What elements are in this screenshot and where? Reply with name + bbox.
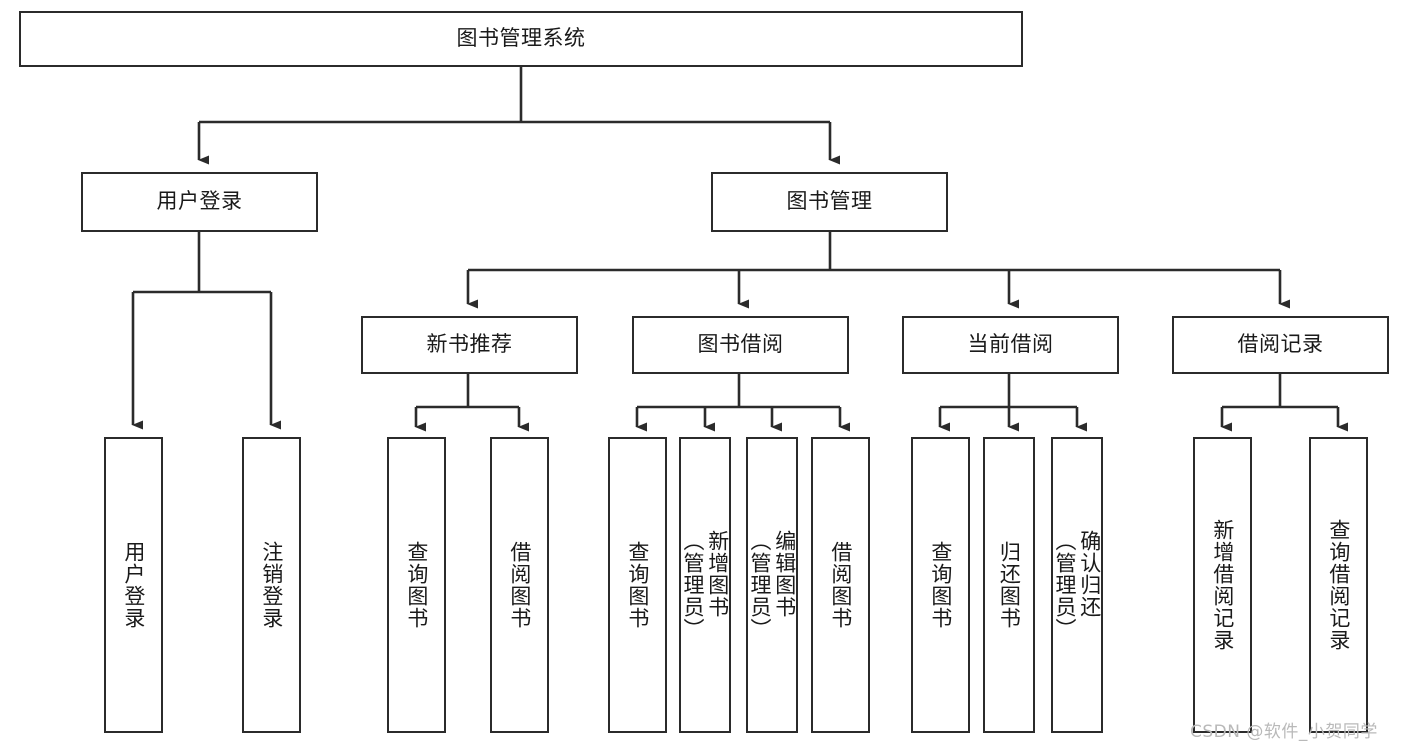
leaf-borrow-record-2[interactable]: 查询借阅记录 xyxy=(1309,437,1368,733)
node-label: 确认归还 （管理员） xyxy=(1053,530,1102,640)
node-label: 新书推荐 xyxy=(426,332,513,357)
leaf-current-borrow-3[interactable]: 确认归还 （管理员） xyxy=(1051,437,1103,733)
node-label: 用户登录 xyxy=(156,189,243,214)
node-label: 借阅图书 xyxy=(507,541,532,629)
node-user-login[interactable]: 用户登录 xyxy=(81,172,318,232)
node-label: 图书借阅 xyxy=(697,332,784,357)
node-label: 当前借阅 xyxy=(967,332,1054,357)
node-label: 借阅记录 xyxy=(1237,332,1324,357)
node-book-borrow[interactable]: 图书借阅 xyxy=(632,316,849,374)
leaf-user-login-2[interactable]: 注销登录 xyxy=(242,437,301,733)
node-label: 用户登录 xyxy=(121,541,146,629)
leaf-user-login-1[interactable]: 用户登录 xyxy=(104,437,163,733)
node-book-management-system[interactable]: 图书管理系统 xyxy=(19,11,1023,67)
csdn-watermark: CSDN @软件_小贺同学 xyxy=(1190,717,1378,742)
node-book-management[interactable]: 图书管理 xyxy=(711,172,948,232)
node-borrow-record[interactable]: 借阅记录 xyxy=(1172,316,1389,374)
leaf-book-borrow-3[interactable]: 编辑图书 （管理员） xyxy=(746,437,798,733)
node-label: 查询图书 xyxy=(928,541,953,629)
node-label: 查询图书 xyxy=(625,541,650,629)
leaf-current-borrow-1[interactable]: 查询图书 xyxy=(911,437,970,733)
node-label: 查询图书 xyxy=(404,541,429,629)
node-label: 查询借阅记录 xyxy=(1326,519,1351,651)
node-label: 新增图书 （管理员） xyxy=(681,530,730,640)
leaf-borrow-record-1[interactable]: 新增借阅记录 xyxy=(1193,437,1252,733)
node-label: 注销登录 xyxy=(259,541,284,629)
watermark-text: CSDN @软件_小贺同学 xyxy=(1190,722,1378,742)
leaf-book-borrow-1[interactable]: 查询图书 xyxy=(608,437,667,733)
node-current-borrow[interactable]: 当前借阅 xyxy=(902,316,1119,374)
leaf-current-borrow-2[interactable]: 归还图书 xyxy=(983,437,1035,733)
leaf-book-borrow-2[interactable]: 新增图书 （管理员） xyxy=(679,437,731,733)
node-label: 图书管理系统 xyxy=(456,26,586,51)
leaf-new-book-recommend-1[interactable]: 查询图书 xyxy=(387,437,446,733)
node-new-book-recommend[interactable]: 新书推荐 xyxy=(361,316,578,374)
node-label: 图书管理 xyxy=(786,189,873,214)
leaf-new-book-recommend-2[interactable]: 借阅图书 xyxy=(490,437,549,733)
node-label: 借阅图书 xyxy=(828,541,853,629)
node-label: 新增借阅记录 xyxy=(1210,519,1235,651)
leaf-book-borrow-4[interactable]: 借阅图书 xyxy=(811,437,870,733)
node-label: 归还图书 xyxy=(997,541,1022,629)
node-label: 编辑图书 （管理员） xyxy=(748,530,797,640)
